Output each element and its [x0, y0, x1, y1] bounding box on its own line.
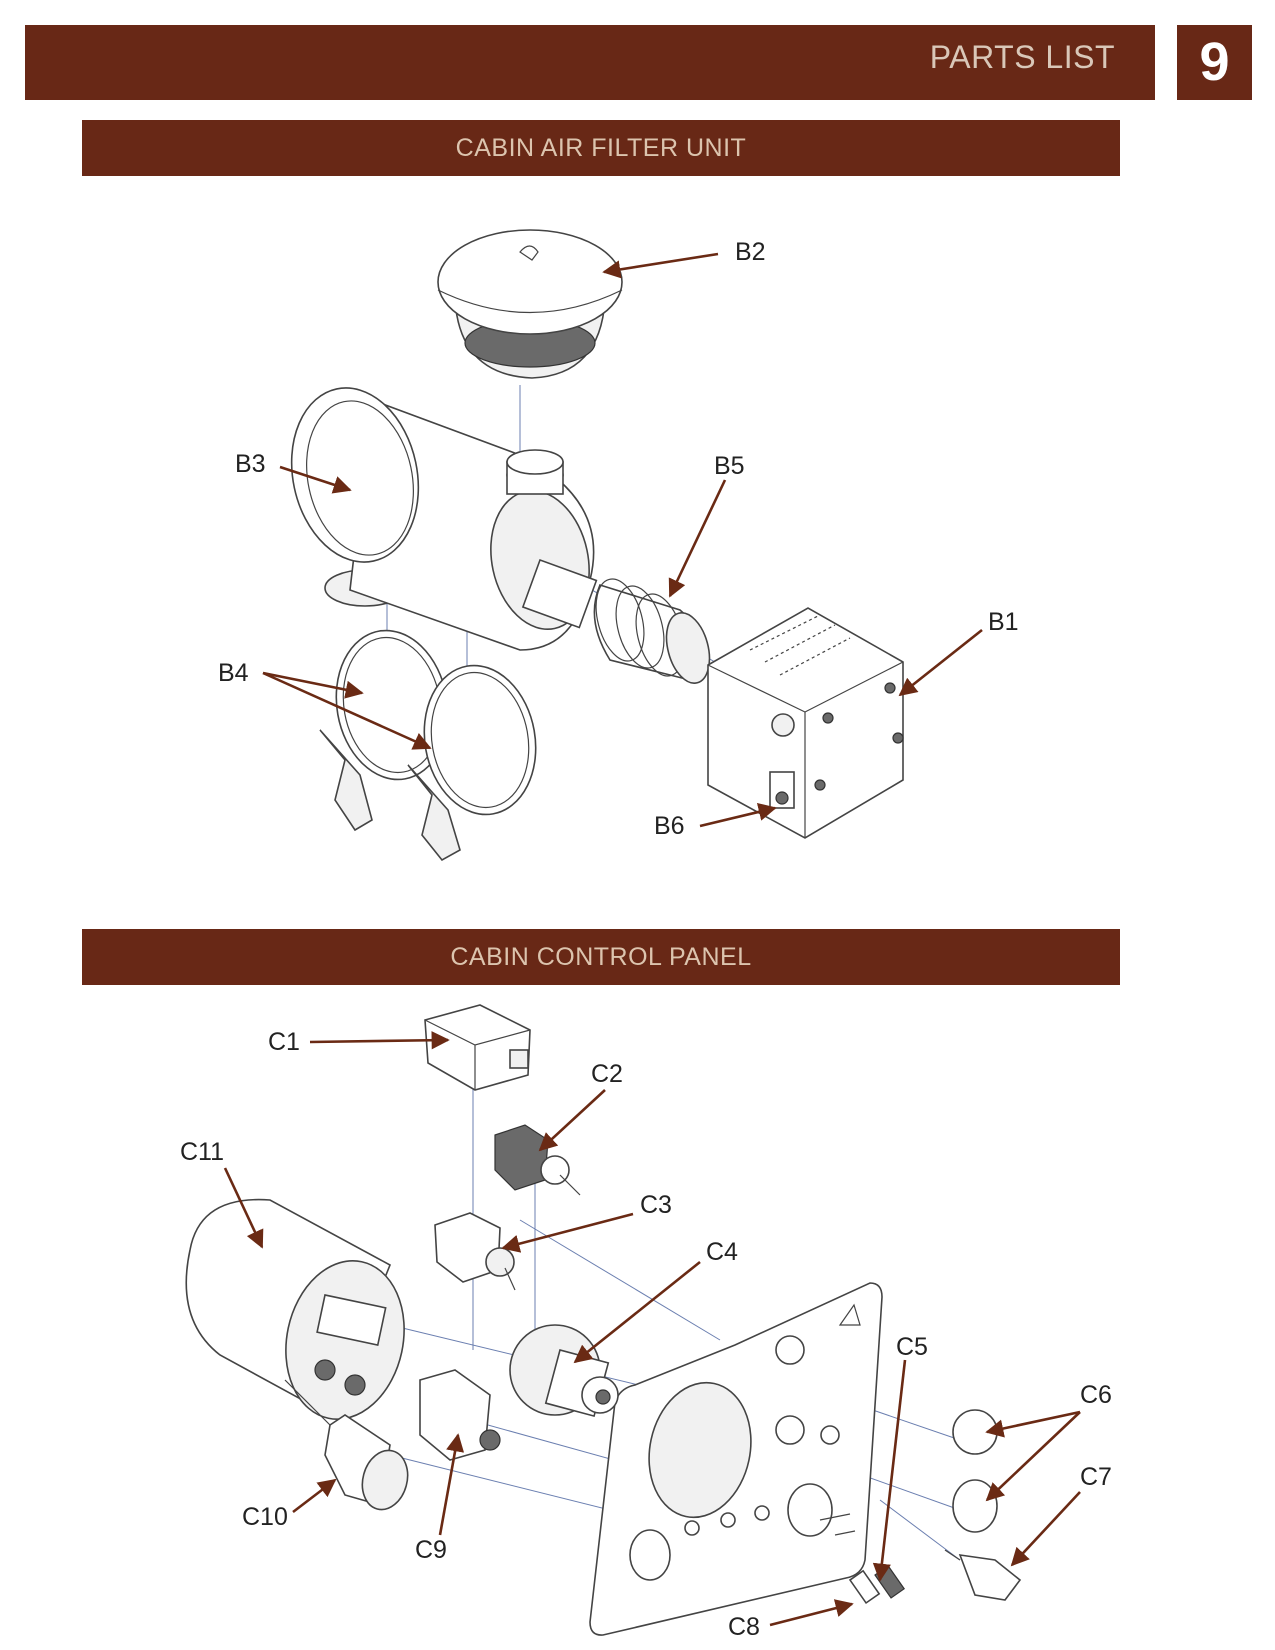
label-b2: B2	[735, 238, 766, 266]
section-title-control-panel: CABIN CONTROL PANEL	[82, 929, 1120, 985]
control-panel-diagram: C1 C2 C11 C3 C4 C5 C6 C7 C10 C9 C8	[180, 1004, 1112, 1641]
label-b3: B3	[235, 450, 266, 478]
relay-part	[424, 1004, 531, 1091]
label-c6: C6	[1080, 1381, 1112, 1409]
label-c8: C8	[728, 1613, 760, 1641]
filter-cap-part	[437, 229, 623, 379]
page-number: 9	[1177, 25, 1252, 100]
label-c11: C11	[180, 1138, 224, 1166]
header-bar: PARTS LIST	[25, 25, 1155, 100]
label-b5: B5	[714, 452, 745, 480]
label-c5: C5	[896, 1333, 928, 1361]
rubber-coupler-part	[593, 578, 711, 684]
label-b1: B1	[988, 608, 1019, 636]
label-b6: B6	[654, 812, 685, 840]
rocker-switch-part	[434, 1212, 516, 1291]
label-b4: B4	[218, 659, 249, 687]
page-title: PARTS LIST	[929, 39, 1115, 75]
gauge-part	[185, 1198, 405, 1420]
label-c10: C10	[242, 1503, 288, 1531]
section-title-air-filter: CABIN AIR FILTER UNIT	[82, 120, 1120, 176]
label-c4: C4	[706, 1238, 738, 1266]
warning-relay-part	[419, 1369, 501, 1461]
toggle-switch-part	[494, 1124, 581, 1196]
blower-box-part	[707, 607, 904, 839]
air-filter-diagram: B2 B3 B5 B1 B4 B6	[218, 229, 1019, 862]
panel-light-part	[284, 1379, 409, 1511]
label-c1: C1	[268, 1028, 300, 1056]
label-c3: C3	[640, 1191, 672, 1219]
label-c7: C7	[1080, 1463, 1112, 1491]
key-part	[944, 1549, 1022, 1601]
label-c9: C9	[415, 1536, 447, 1564]
ignition-switch-part	[509, 1324, 619, 1418]
filter-housing-part	[290, 387, 598, 651]
knobs-part	[952, 1409, 998, 1533]
panel-plate-part	[589, 1282, 883, 1636]
mounting-clamps-part	[319, 629, 537, 862]
label-c2: C2	[591, 1060, 623, 1088]
